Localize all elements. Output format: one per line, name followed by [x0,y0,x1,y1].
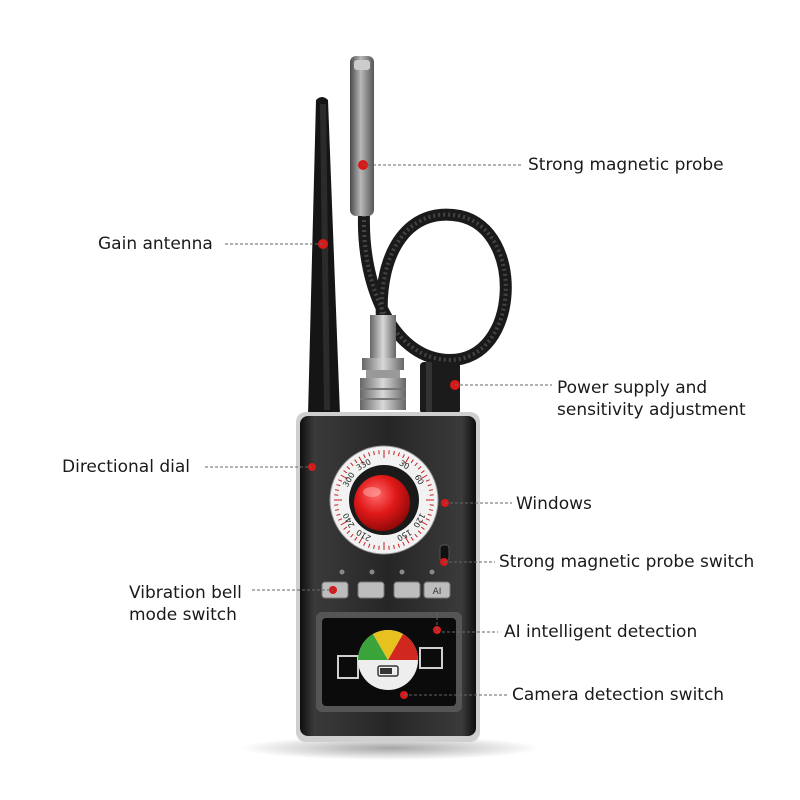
label-power-supply: Power supply and sensitivity adjustment [557,377,746,421]
dial-tick [373,450,375,456]
dial-tick [334,509,340,511]
label-vibration-line1: Vibration bell [129,583,242,603]
dial-tick [402,541,405,546]
dial-tick [414,533,418,538]
dial-tick [343,470,348,474]
gauge-yellow-zone [373,629,403,660]
label-probe-switch: Strong magnetic probe switch [499,552,755,572]
battery-icon [377,665,399,677]
dial-tick [427,513,432,516]
dial-tick [338,479,343,482]
dial-tick [414,462,418,467]
ai-button[interactable] [423,581,451,599]
annotation-markers [308,160,460,699]
dial-tick [340,520,348,526]
mode-button[interactable] [357,581,385,599]
dial-tick [350,462,354,467]
dial-tick [428,509,434,511]
gauge-green-zone [358,634,388,660]
dial-tick [368,452,371,457]
label-vibration-line2: mode switch [129,605,237,625]
camera-button[interactable] [393,581,421,599]
dial-tick [346,466,351,470]
dial-tick [427,484,432,487]
dial-number: 30 [398,458,411,471]
dial-tick [402,454,405,459]
dial-tick [346,530,351,534]
dial-tick [368,543,371,548]
dial-tick [420,470,425,474]
label-directional-dial: Directional dial [62,457,190,477]
dial-tick [343,526,348,530]
dial-number: 60 [413,473,426,486]
red-window-lens [354,475,410,531]
dial-tick [397,452,400,457]
label-vibration-bell: Vibration bell mode switch [129,582,242,626]
dial-tick [340,474,348,480]
probe-connector [370,315,396,360]
dial-tick [410,459,414,464]
dial-tick [420,520,428,526]
label-ai-detection: AI intelligent detection [504,622,698,642]
dial-tick [397,543,400,548]
dial-tick [417,466,422,470]
dial-tick [428,489,434,491]
dial-tick [350,533,354,538]
gauge-red-zone [388,634,419,660]
dial-tick [338,518,343,521]
strong-magnetic-probe [350,56,374,216]
dial-tick [373,544,375,550]
label-windows: Windows [516,494,592,514]
dial-tick [420,474,428,480]
button-row: AI [321,581,451,599]
dial-tick [363,454,366,459]
dial-tick [393,544,395,550]
dial-tick [417,530,422,534]
dial-tick [354,536,358,541]
dial-tick [420,526,425,530]
ai-button-label: AI [433,587,442,597]
dial-tick [334,489,340,491]
dial-tick [425,518,430,521]
dial-tick [425,479,430,482]
dial-tick [393,450,395,456]
dial-tick [410,536,414,541]
label-strong-magnetic-probe: Strong magnetic probe [528,155,724,175]
dial-tick [336,484,341,487]
dial-tick [354,459,358,464]
leader-lines [205,164,552,696]
dial-tick [336,513,341,516]
dial-ticks [334,450,434,550]
dial-tick [404,536,410,544]
label-power-supply-line2: sensitivity adjustment [557,400,746,420]
dial-tick [363,541,366,546]
label-power-supply-line1: Power supply and [557,378,708,398]
label-gain-antenna: Gain antenna [98,234,213,254]
dial-tick [358,456,364,464]
dial-tick [404,456,410,464]
label-camera-switch: Camera detection switch [512,685,725,705]
dial-tick [358,536,364,544]
